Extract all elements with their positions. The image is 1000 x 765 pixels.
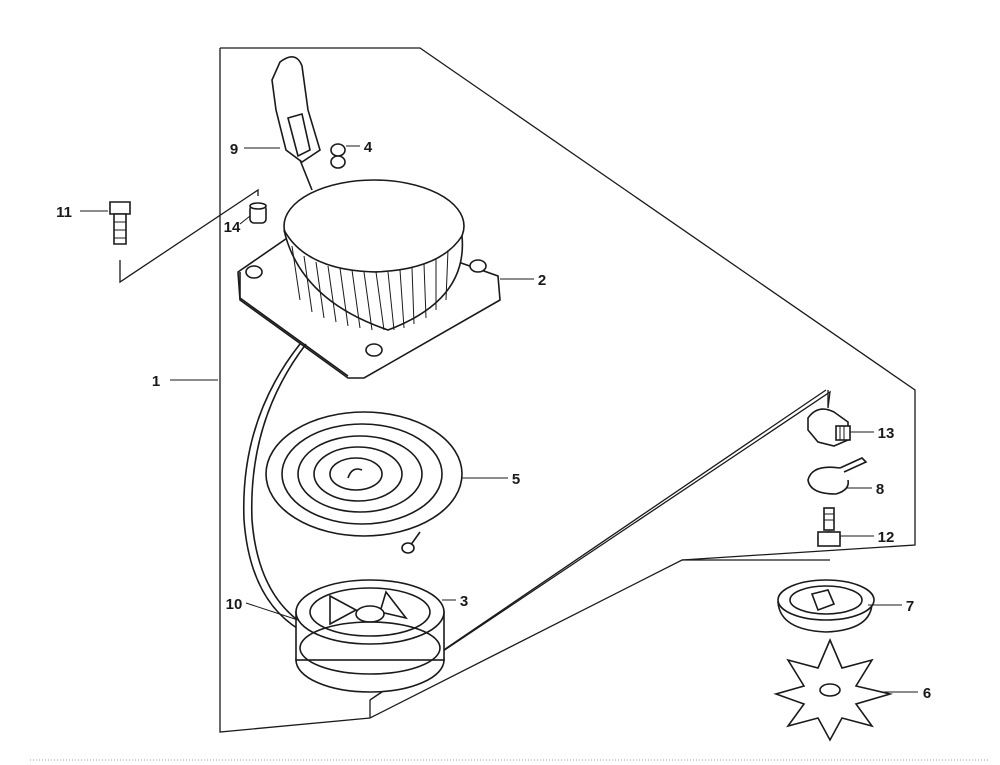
callout-11: 11: [56, 204, 72, 221]
callout-12: 12: [878, 529, 895, 546]
callout-5: 5: [512, 471, 520, 488]
callout-13: 13: [878, 425, 895, 442]
callout-1: 1: [152, 373, 160, 390]
screw-part-12: [817, 507, 841, 547]
pulley-part-3: [295, 579, 445, 693]
ratchet-guide-part-13: [807, 408, 851, 447]
subgroup-bracket: [369, 389, 831, 718]
rope-knot-part-4: [330, 143, 346, 169]
assembly-boundary: [219, 47, 916, 733]
callout-2: 2: [538, 272, 546, 289]
callout-4: 4: [364, 139, 373, 156]
callout-10: 10: [226, 596, 243, 613]
callout-6: 6: [923, 685, 931, 702]
starter-rope-part-10: [242, 343, 307, 631]
spiral-spring-part-5: [265, 411, 463, 554]
ratchet-part-7: [777, 579, 875, 633]
collar-part-14: [249, 202, 267, 224]
callout-14: 14: [224, 219, 241, 236]
callout-8: 8: [876, 481, 884, 498]
leader-lines: [80, 145, 918, 693]
starter-case-part-2: [237, 179, 501, 379]
callout-3: 3: [460, 593, 468, 610]
callout-9: 9: [230, 141, 238, 158]
bolt-bracket: [119, 188, 259, 284]
friction-spring-part-8: [807, 457, 868, 495]
bolt-part-11: [109, 201, 131, 245]
callout-7: 7: [906, 598, 914, 615]
starter-grip-part-9: [271, 56, 321, 191]
starter-pulley-part-6: [773, 637, 894, 742]
